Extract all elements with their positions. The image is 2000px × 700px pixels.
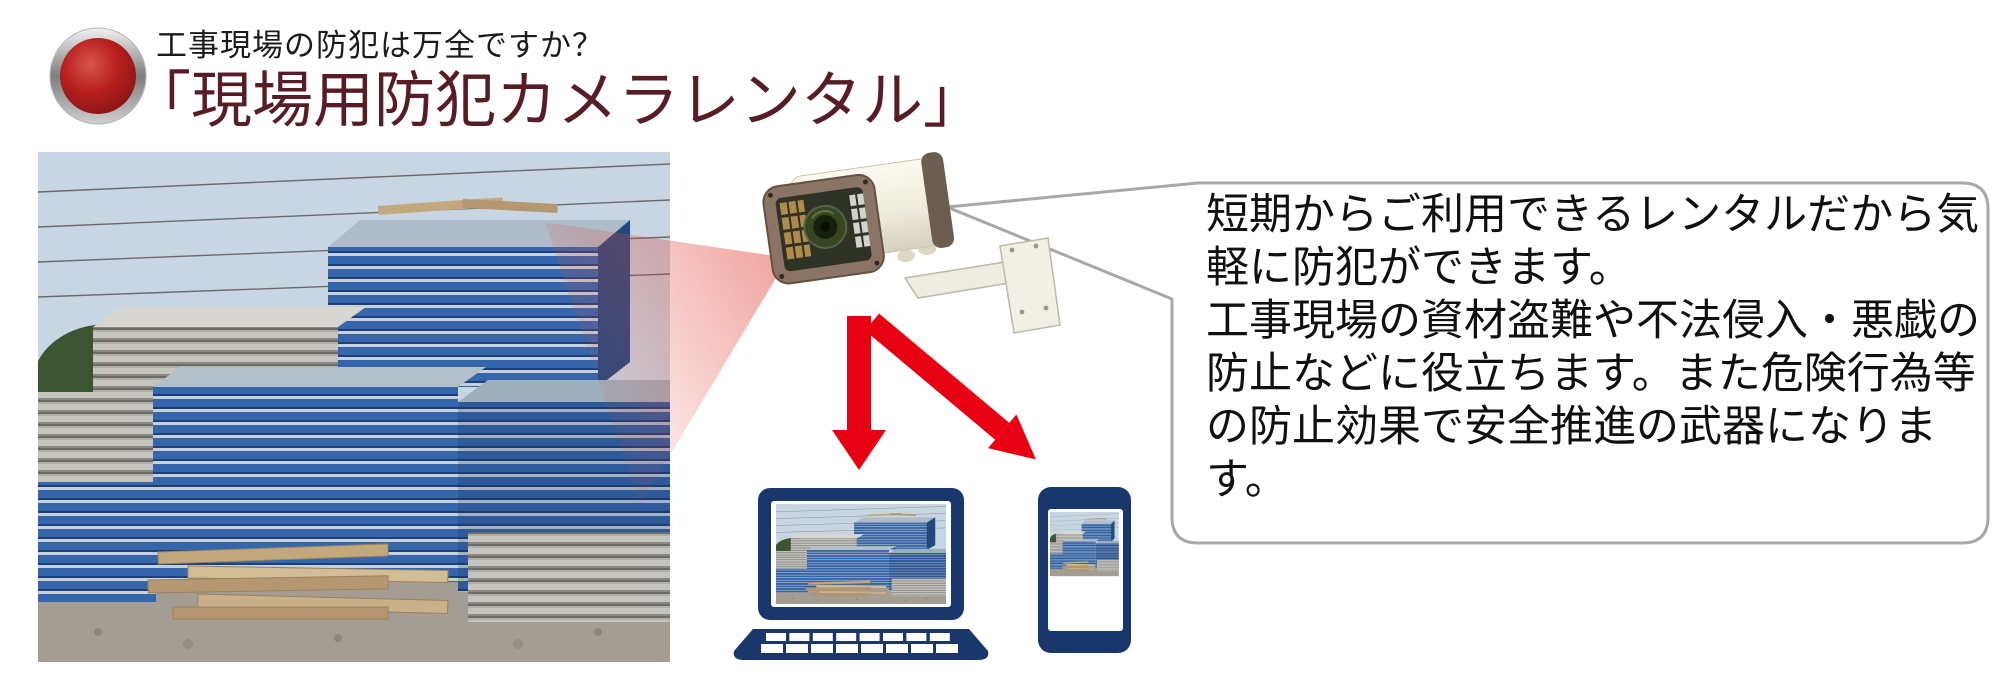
- laptop-keys: [761, 633, 958, 653]
- callout-paragraph-2: 工事現場の資材盗難や不法侵入・悪戯の防止などに役立ちます。また危険行為等の防止効…: [1206, 297, 1980, 504]
- security-camera: [762, 152, 955, 285]
- laptop-screen-photo: [771, 504, 946, 604]
- callout-text: 短期からご利用できるレンタルだから気軽に防犯ができます。 工事現場の資材盗難や不…: [1206, 189, 1984, 507]
- camera-wall-mount: [903, 237, 1061, 334]
- smartphone-screen-photo: [1048, 512, 1119, 576]
- callout-paragraph-1: 短期からご利用できるレンタルだから気軽に防犯ができます。: [1206, 191, 1980, 292]
- camera-beam: [545, 222, 788, 505]
- laptop: [733, 488, 989, 660]
- down-arrow: [832, 316, 886, 470]
- smartphone: [1038, 487, 1131, 653]
- speech-bubble: [945, 181, 1990, 545]
- red-security-lamp-icon: [49, 27, 147, 125]
- diagonal-arrow: [864, 313, 1036, 460]
- page-title: 「現場用防犯カメラレンタル」: [130, 66, 985, 134]
- header-tagline: 工事現場の防犯は万全ですか？: [156, 28, 604, 63]
